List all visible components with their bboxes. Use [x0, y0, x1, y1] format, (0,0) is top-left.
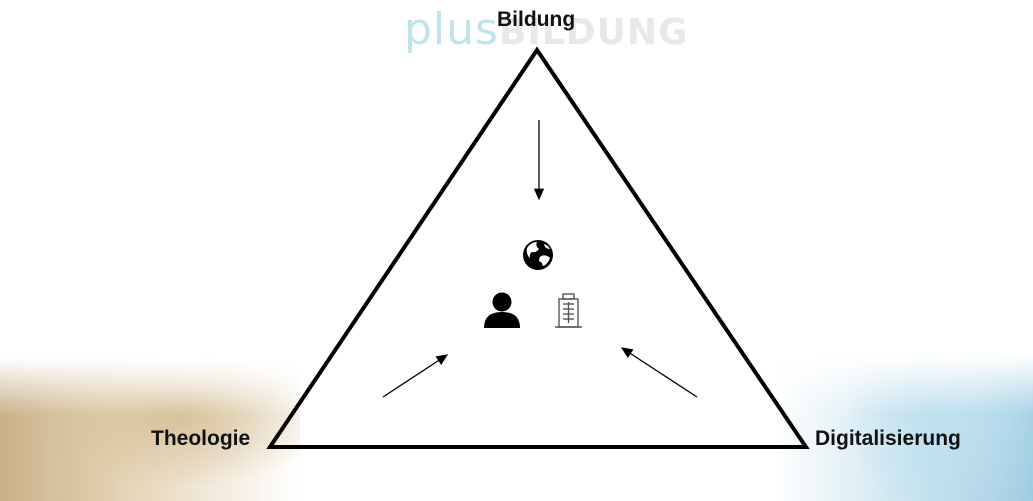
theology-background-image — [0, 358, 300, 501]
digital-network-background-image — [773, 356, 1033, 501]
arrow-from-theologie — [382, 354, 449, 398]
globe-icon — [523, 240, 553, 270]
logo-bildung-text: BILDUNG — [498, 12, 689, 53]
logo-plus-text: plus — [404, 4, 499, 55]
plusbildung-logo: plusBILDUNG — [404, 8, 689, 52]
vertex-label-digitalisierung: Digitalisierung — [815, 427, 961, 450]
arrow-from-digitalisierung — [620, 347, 698, 398]
triangle-outline — [266, 46, 810, 449]
building-icon — [555, 293, 582, 328]
person-icon — [484, 292, 520, 328]
vertex-label-bildung: Bildung — [497, 8, 576, 31]
vertex-label-theologie: Theologie — [151, 427, 251, 450]
